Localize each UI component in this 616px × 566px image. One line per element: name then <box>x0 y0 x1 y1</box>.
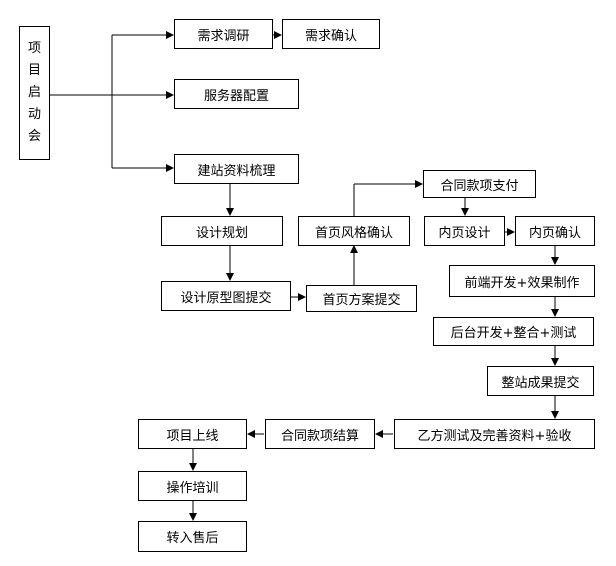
node-frontend-dev: 前端开发+效果制作 <box>449 265 595 297</box>
node-backend-dev: 后台开发+整合+测试 <box>433 317 594 346</box>
node-client-test: 乙方测试及完善资料+验收 <box>394 419 595 449</box>
node-inner-design: 内页设计 <box>424 216 505 246</box>
node-prototype-submit: 设计原型图提交 <box>161 281 291 311</box>
node-after-sales: 转入售后 <box>138 521 247 552</box>
node-site-materials: 建站资料梳理 <box>174 154 299 184</box>
node-go-live: 项目上线 <box>138 419 247 449</box>
node-kickoff-label: 项目启动会 <box>27 41 41 144</box>
node-server-config: 服务器配置 <box>174 79 299 109</box>
node-req-research: 需求调研 <box>174 19 273 49</box>
node-design-plan: 设计规划 <box>161 216 283 246</box>
node-inner-confirm: 内页确认 <box>515 216 595 246</box>
node-home-plan-submit: 首页方案提交 <box>306 285 417 312</box>
node-site-submit: 整站成果提交 <box>487 366 594 396</box>
node-home-style-confirm: 首页风格确认 <box>298 216 410 246</box>
node-contract-settle: 合同款项结算 <box>265 419 375 449</box>
node-contract-payment: 合同款项支付 <box>423 170 536 198</box>
node-req-confirm: 需求确认 <box>282 19 380 49</box>
node-kickoff: 项目启动会 <box>19 26 50 160</box>
node-training: 操作培训 <box>138 471 247 501</box>
